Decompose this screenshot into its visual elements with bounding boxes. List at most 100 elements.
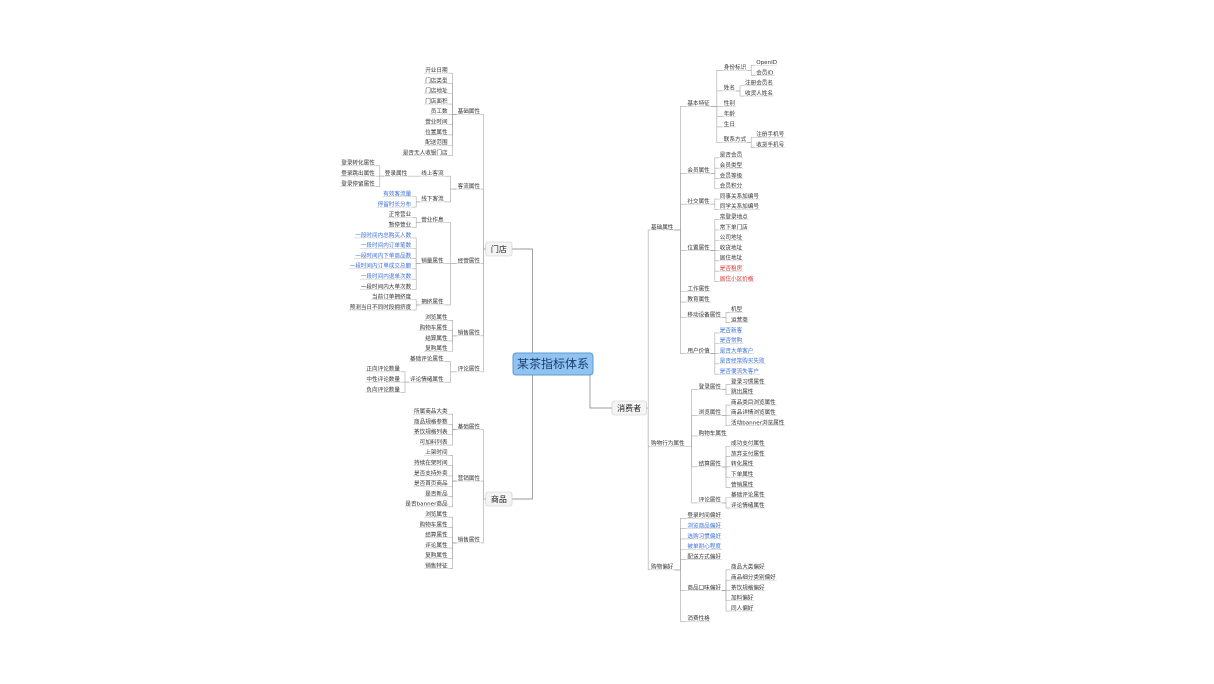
node-e99480e594aee789b9e5be81-d3[interactable]: 销售特征 — [424, 561, 449, 569]
node-e4bc9ae59198e7b1bbe59e8b-d4[interactable]: 会员类型 — [718, 161, 744, 169]
node-e5b185e4bd8fe59cb0e59d80-d4[interactable]: 居住地址 — [718, 254, 744, 262]
node-e890a5e4b89ae697b6e997b4-d3[interactable]: 营业时间 — [424, 117, 449, 125]
node-e68890e58a9fe694afe4bb98e5b19ee680a7-d4[interactable]: 成功支付属性 — [730, 439, 766, 447]
node-e4b88ae69eb6e697b6e997b4-d3[interactable]: 上架时间 — [424, 448, 449, 456]
node-e59fbae7a180e5b19ee680a7-d2[interactable]: 基础属性 — [456, 422, 481, 430]
node-e88cb6e9a5aee8a784e6a0bce5818fe5a5bd-d4[interactable]: 茶饮规格偏好 — [730, 583, 766, 591]
node-e698afe590a6e4bc9ae59198-d4[interactable]: 是否会员 — [718, 151, 744, 159]
node-e8b49fe59091e8af84e8aebae695b0e9878f-d4[interactable]: 负向评论数量 — [365, 385, 401, 393]
node-e7949fe697a5-d4[interactable]: 生日 — [722, 120, 736, 128]
node-e585ace58fb8e59cb0e59d80-d4[interactable]: 公司地址 — [718, 233, 744, 241]
node-e6b3a8e5868ce6898be69cbae58fb7-d5[interactable]: 注册手机号 — [755, 130, 786, 138]
node-e4b880e6aeb5e697b6e997b4e58685e4b88be58d-d4[interactable]: 一段时间内下单商品数 — [354, 251, 413, 259]
node-e88194e7b3bbe696b9e5bc8f-d4[interactable]: 联系方式 — [722, 135, 748, 143]
node-e8af84e8aebae5b19ee680a7-d3[interactable]: 评论属性 — [424, 541, 449, 549]
node-e99480e9878fe5b19ee680a7-d3[interactable]: 销量属性 — [420, 257, 445, 265]
node-e88cb6e9a5aee8a784e6a0bce58897e8a1a8-d3[interactable]: 茶饮规格列表 — [413, 428, 449, 436]
node-e5908ce5ada6e585b3e7b3bbe58aa0e7bc96e58f-d4[interactable]: 同学关系加编号 — [718, 202, 760, 210]
node-e69cbae59e8b-d4[interactable]: 机型 — [730, 305, 744, 313]
node-e799bbe5bd95e697b6e997b4e5818fe5a5bd-d3[interactable]: 登录时间偏好 — [686, 511, 722, 519]
node-e6ada3e5b8b8e890a5e4b89a-d4[interactable]: 正常营业 — [387, 210, 413, 218]
node-e799bbe5bd95e4b9a0e683afe5b19ee680a7-d4[interactable]: 登录习惯属性 — [730, 377, 766, 385]
node-e99480e594aee5b19ee680a7-d2[interactable]: 销售属性 — [456, 536, 481, 544]
node-e7babfe4b88be5aea2e6b581-d3[interactable]: 线下客流 — [420, 195, 445, 203]
node-e59586e59381e5a4a7e7b1bbe5818fe5a5bd-d4[interactable]: 商品大类偏好 — [730, 563, 766, 571]
branch-0[interactable]: 门店 — [485, 241, 513, 257]
node-e698afe590a6e4bebfe6b581e5a4b1e5aea2e688-d4[interactable]: 是否便流失客户 — [718, 367, 760, 375]
node-e5b185e4bd8fe5b08fe58cbae4bbb7e6a0bc-d4[interactable]: 居住小区价格 — [718, 274, 755, 282]
node-e5b8b8e799bbe5bd95e59cb0e782b9-d4[interactable]: 常登录地点 — [718, 212, 749, 220]
node-e69599e882b2e5b19ee680a7-d3[interactable]: 教育属性 — [686, 295, 711, 303]
node-e694bee5bc83e694afe4bb98e5b19ee680a7-d4[interactable]: 放弃支付属性 — [730, 449, 766, 457]
node-e5a793e5908d-d4[interactable]: 姓名 — [722, 84, 736, 92]
node-e7bb93e7ae97e5b19ee680a7-d3[interactable]: 结算属性 — [424, 334, 449, 342]
node-e8a2abe58d95e88090e5bf83e7a88be5baa6-d3[interactable]: 被单耐心程度 — [686, 542, 722, 550]
node-e680a7e588ab-d4[interactable]: 性别 — [722, 99, 736, 107]
node-e59fbae7a180e5b19ee680a7-d2[interactable]: 基础属性 — [650, 223, 675, 231]
node-e6b58fe8a788e5b19ee680a7-d3[interactable]: 浏览属性 — [424, 313, 449, 321]
node-e4bc9ae59198e7a7afe58886-d4[interactable]: 会员积分 — [718, 182, 744, 190]
node-e7bb93e7ae97e5b19ee680a7-d3[interactable]: 结算属性 — [697, 460, 722, 468]
node-e4b880e6aeb5e697b6e997b4e58685e680bbe8b4-d4[interactable]: 一段时间内总购买人数 — [354, 231, 413, 239]
node-e799bbe5bd95e8bdace58c96e5b19ee680a7-d5[interactable]: 登录转化属性 — [340, 159, 376, 167]
root-node[interactable]: 某茶指标体系 — [512, 352, 594, 376]
branch-2[interactable]: 消费者 — [611, 400, 647, 416]
node-e698afe590a6e5a4a7e58d95e5aea2e688b7-d4[interactable]: 是否大单客户 — [718, 346, 755, 354]
node-e4b880e6aeb5e697b6e997b4e58685e8aea2e58d-d4[interactable]: 一段时间内订单成交总额 — [348, 262, 413, 270]
node-e997a8e5ba97e59cb0e59d80-d3[interactable]: 门店地址 — [424, 87, 449, 95]
node-e799bbe5bd95e5b19ee680a7-d3[interactable]: 登录属性 — [697, 382, 722, 390]
node-e4bc9ae59198e7ad89e7baa7-d4[interactable]: 会员等级 — [718, 171, 744, 179]
node-e59586e59381e7b1bbe79baee6b58fe8a788e5b1-d4[interactable]: 商品类目浏览属性 — [730, 398, 777, 406]
node-e698afe590a6e694afe68c81e5a496e58d96-d3[interactable]: 是否支持外卖 — [413, 469, 449, 477]
node-e6b58fe8a788e5b19ee680a7-d3[interactable]: 浏览属性 — [424, 510, 449, 518]
node-e6b58fe8a788e59586e59381e5818fe5a5bd-d3[interactable]: 浏览商品偏好 — [686, 521, 722, 529]
node-e68ba5e68ca4e5b19ee680a7-d3[interactable]: 拥挤属性 — [420, 298, 445, 306]
node-e4b88be58d95e5b19ee680a7-d4[interactable]: 下单属性 — [730, 470, 755, 478]
node-e4b880e6aeb5e697b6e997b4e58685e5a4a7e58d-d4[interactable]: 一段时间内大单次数 — [359, 282, 413, 290]
node-e5b7a5e4bd9ce5b19ee680a7-d3[interactable]: 工作属性 — [686, 285, 711, 293]
node-e890a5e99480e5b19ee680a7-d2[interactable]: 营销属性 — [456, 474, 481, 482]
node-e9858de98081e696b9e5bc8fe5818fe5a5bd-d3[interactable]: 配送方式偏好 — [686, 552, 722, 560]
node-e8b4ade789a9e5818fe5a5bd-d2[interactable]: 购物偏好 — [650, 563, 675, 571]
node-e9a284e6b58be5bd93e697a5e4b88de5908ce697-d4[interactable]: 预测当日不同时段拥挤度 — [348, 303, 413, 311]
node-e59586e59381e58fa3e591b3e5818fe5a5bd-d3[interactable]: 商品口味偏好 — [686, 583, 722, 591]
node-e59198e5b7a5e695b0-d3[interactable]: 员工数 — [429, 107, 449, 115]
node-e6b688e8b4b9e680a7e6a0bc-d3[interactable]: 消费性格 — [686, 614, 711, 622]
node-e7bb93e7ae97e5b19ee680a7-d3[interactable]: 结算属性 — [424, 531, 449, 539]
node-e7a7bbe58aa8e8aebee5a487e5b19ee680a7-d3[interactable]: 移动设备属性 — [686, 310, 722, 318]
node-e59586e59381e8afa6e68385e6b58fe8a788e5b1-d4[interactable]: 商品详情浏览属性 — [730, 408, 777, 416]
node-e7babfe4b88ae5aea2e6b581-d3[interactable]: 线上客流 — [420, 169, 445, 177]
node-e9858de98081e88c83e59bb4-d3[interactable]: 配送范围 — [424, 138, 449, 146]
node-e4bd8de7bdaee5b19ee680a7-d3[interactable]: 位置属性 — [424, 128, 449, 136]
node-e5bd93e5898de8aea2e58d95e68ba5e68ca4e5ba-d4[interactable]: 当前订单拥挤度 — [371, 293, 413, 301]
node-e5aea2e6b581e5b19ee680a7-d2[interactable]: 客流属性 — [456, 182, 481, 190]
node-e98089e8b4ade4b9a0e683afe5818fe5a5bd-d3[interactable]: 选购习惯偏好 — [686, 532, 722, 540]
node-e4bd8de7bdaee5b19ee680a7-d3[interactable]: 位置属性 — [686, 243, 711, 251]
node-e8b4ade789a9e8bda6e5b19ee680a7-d3[interactable]: 购物车属性 — [418, 323, 449, 331]
node-e8bdace58c96e5b19ee680a7-d4[interactable]: 转化属性 — [730, 460, 755, 468]
node-e6ada3e59091e8af84e8aebae695b0e9878f-d4[interactable]: 正向评论数量 — [365, 365, 401, 373]
node-e5819ce79599e697b6e995bfe58886e5b883-d4[interactable]: 停留时长分布 — [376, 200, 413, 208]
node-e890a5e99480e5b19ee680a7-d4[interactable]: 营销属性 — [730, 480, 755, 488]
node-e5b9b4e9be84-d4[interactable]: 年龄 — [722, 109, 736, 117]
node-e8af84e8aebae5b19ee680a7-d2[interactable]: 评论属性 — [456, 365, 481, 373]
node-e694b6e8b4a7e4babae5a793e5908d-d5[interactable]: 收货人姓名 — [744, 89, 774, 97]
node-e4b8ade680a7e8af84e8aebae695b0e9878f-d4[interactable]: 中性评论数量 — [365, 375, 401, 383]
node-e8b4ade789a9e8bda6e5b19ee680a7-d3[interactable]: 购物车属性 — [418, 520, 449, 528]
node-openid-d5[interactable]: OpenID — [755, 60, 777, 66]
node-e4b880e6aeb5e697b6e997b4e58685e98080e58d-d4[interactable]: 一段时间内退单次数 — [359, 272, 413, 280]
node-e6b3a8e5868ce4bc9ae59198e5908d-d5[interactable]: 注册会员名 — [744, 79, 774, 87]
node-e58fafe58aa0e69699e58897e8a1a8-d3[interactable]: 可加料列表 — [418, 438, 449, 446]
node-e8af84e8aebae68385e7bbaae5b19ee680a7-d4[interactable]: 评论情绪属性 — [730, 501, 766, 509]
node-e6b58fe8a788e5b19ee680a7-d3[interactable]: 浏览属性 — [697, 408, 722, 416]
node-e59fbae7a180e8af84e8aebae5b19ee680a7-d4[interactable]: 基础评论属性 — [730, 491, 766, 499]
node-e5b8b8e4b88be58d95e997a8e5ba97-d4[interactable]: 常下单门店 — [718, 223, 749, 231]
node-e794a8e688b7e4bbb7e580bc-d3[interactable]: 用户价值 — [686, 346, 711, 354]
node-e7a4bee4baa4e5b19ee680a7-d3[interactable]: 社交属性 — [686, 197, 711, 205]
node-e4bc9ae59198e5b19ee680a7-d3[interactable]: 会员属性 — [686, 166, 711, 174]
node-e698afe590a6e7a79fe688bf-d4[interactable]: 是否租房 — [718, 264, 744, 272]
node-e5908ce4babae5818fe5a5bd-d4[interactable]: 同人偏好 — [730, 604, 755, 612]
node-e68980e5b19ee59586e59381e5a4a7e7b1bb-d3[interactable]: 所属商品大类 — [413, 407, 449, 415]
node-e59586e59381e8a784e6a0bce58f82e695b0-d3[interactable]: 商品规格参数 — [413, 417, 449, 425]
node-e694b6e8b4a7e59cb0e59d80-d4[interactable]: 收货地址 — [718, 243, 744, 251]
